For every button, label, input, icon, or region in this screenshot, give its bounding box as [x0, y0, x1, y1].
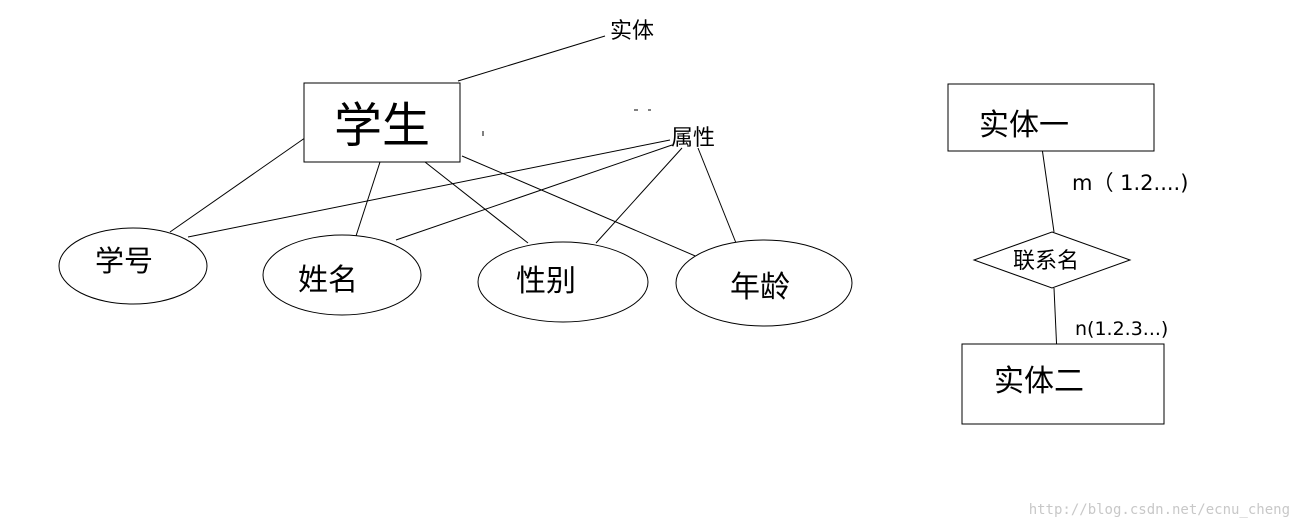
- relationship-diamond: [972, 231, 1132, 289]
- line-relationship-entity-two: [1053, 287, 1058, 355]
- attribute-ellipse-xuehao: [58, 227, 208, 305]
- entity-box-two: [961, 343, 1165, 425]
- attribute-ellipse-nianling: [675, 239, 853, 327]
- line-attr-callout-xingming: [395, 144, 673, 241]
- left-connectors: [169, 35, 737, 259]
- attribute-label-xingbie: 性别: [516, 264, 576, 299]
- entity-box-one: [947, 83, 1155, 152]
- cardinality-label-top: m（ 1.2....): [1072, 171, 1188, 195]
- line-entity-callout: [457, 35, 606, 82]
- line-attr-callout-xingbie: [595, 147, 683, 244]
- watermark-url: http://blog.csdn.net/ecnu_cheng: [1029, 502, 1290, 518]
- entity-label-one: 实体一: [979, 108, 1069, 143]
- attribute-ellipse-xingming: [262, 234, 422, 316]
- callout-label-attribute: 属性: [671, 126, 715, 151]
- line-attr-callout-xuehao: [187, 139, 671, 238]
- line-entity-nianling: [461, 155, 701, 259]
- entity-label-student: 学生: [334, 98, 430, 154]
- line-attr-callout-nianling: [697, 147, 737, 244]
- cardinality-label-bottom: n(1.2.3...): [1075, 318, 1168, 340]
- relationship-label: 联系名: [1013, 249, 1079, 274]
- line-entity-xingming: [355, 161, 381, 237]
- callout-label-entity: 实体: [610, 19, 654, 44]
- line-entity-xuehao: [169, 132, 313, 233]
- attribute-ellipse-xingbie: [477, 241, 649, 323]
- line-entity-xingbie: [424, 161, 529, 244]
- right-connectors: [1041, 147, 1058, 355]
- attribute-label-xuehao: 学号: [95, 244, 153, 278]
- attribute-label-nianling: 年龄: [730, 270, 790, 305]
- attribute-label-xingming: 姓名: [298, 263, 358, 298]
- entity-label-two: 实体二: [994, 364, 1084, 399]
- entity-box-student: [303, 82, 461, 163]
- line-entity-one-relationship: [1041, 147, 1055, 233]
